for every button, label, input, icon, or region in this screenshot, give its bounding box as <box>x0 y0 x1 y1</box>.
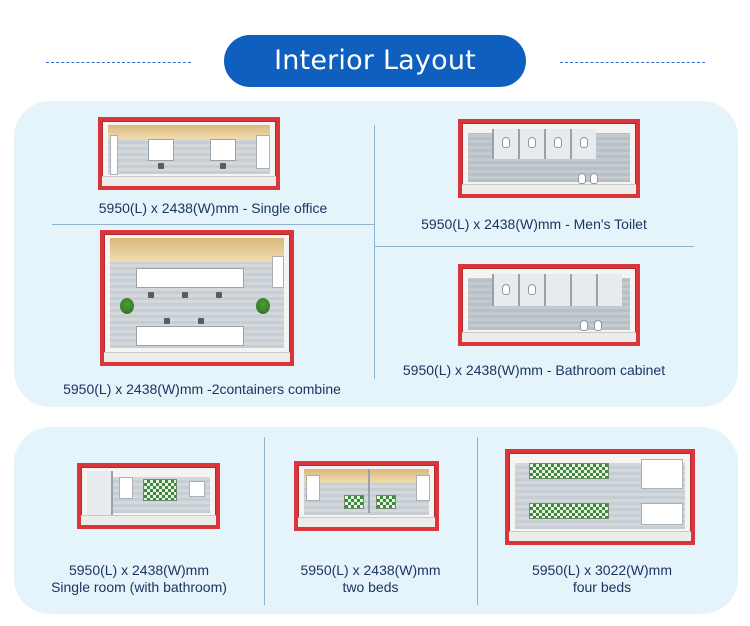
two-beds-caption-type: two beds <box>342 579 399 595</box>
page-title: Interior Layout <box>224 35 526 87</box>
single-room-caption-type: Single room (with bathroom) <box>51 579 227 595</box>
two-containers-caption: 5950(L) x 2438(W)mm -2containers combine <box>63 381 341 397</box>
header-divider-left <box>46 62 191 63</box>
bottom-divider-1 <box>264 437 265 605</box>
bathroom-cabinet-caption: 5950(L) x 2438(W)mm - Bathroom cabinet <box>402 362 666 378</box>
single-office-caption: 5950(L) x 2438(W)mm - Single office <box>98 200 328 216</box>
right-column-divider <box>374 246 694 247</box>
four-beds-illustration <box>505 449 695 545</box>
four-beds-caption-type: four beds <box>572 579 632 595</box>
two-beds-illustration <box>294 461 439 531</box>
bathroom-cabinet-illustration <box>458 264 640 346</box>
four-beds-caption-size: 5950(L) x 3022(W)mm <box>531 562 673 578</box>
single-room-illustration <box>77 463 220 529</box>
left-column-divider <box>52 224 374 225</box>
bottom-divider-2 <box>477 437 478 605</box>
two-beds-caption-size: 5950(L) x 2438(W)mm <box>300 562 441 578</box>
single-office-illustration <box>98 117 280 190</box>
mens-toilet-illustration <box>458 119 640 198</box>
top-panel-vertical-divider <box>374 125 375 379</box>
single-room-caption-size: 5950(L) x 2438(W)mm <box>68 562 210 578</box>
header-divider-right <box>560 62 705 63</box>
mens-toilet-caption: 5950(L) x 2438(W)mm - Men's Toilet <box>421 216 647 232</box>
two-containers-illustration <box>100 230 294 366</box>
